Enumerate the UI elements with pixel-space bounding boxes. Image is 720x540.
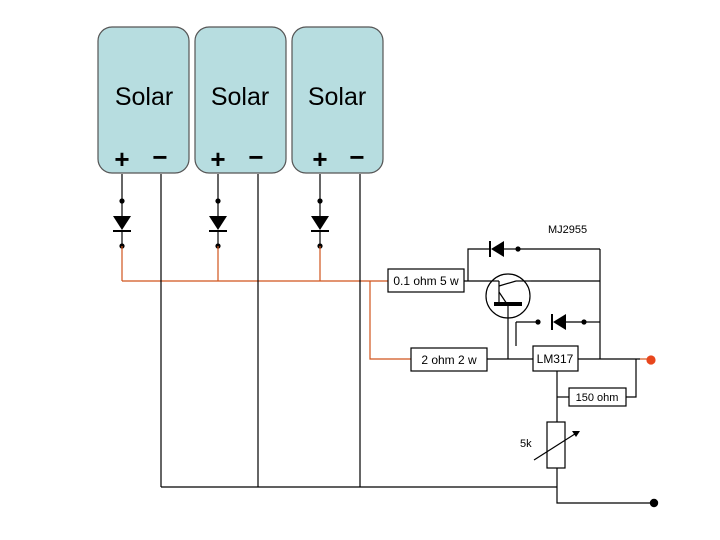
blocking-diode-1	[113, 174, 131, 281]
resistor-secondary: 2 ohm 2 w	[410, 347, 488, 372]
solar-panel-2-label: Solar	[211, 83, 269, 111]
resistor-secondary-label: 2 ohm 2 w	[421, 353, 477, 367]
solar-panel-1: Solar + −	[97, 26, 190, 174]
resistor-main-label: 0.1 ohm 5 w	[393, 274, 459, 288]
protection-diode-upper	[467, 241, 601, 359]
solar-panel-3: Solar + −	[291, 26, 384, 174]
regulator: LM317	[532, 345, 579, 372]
resistor-main: 0.1 ohm 5 w	[387, 268, 465, 293]
regulator-label: LM317	[537, 352, 574, 366]
solar-panel-3-minus: −	[349, 142, 364, 172]
solar-panel-1-minus: −	[152, 142, 167, 172]
transistor: MJ2955	[485, 224, 587, 322]
solar-panel-2: Solar + −	[194, 26, 287, 174]
protection-diode-lower	[515, 314, 600, 346]
solar-panel-1-label: Solar	[115, 83, 173, 111]
solar-panel-3-plus: +	[312, 144, 327, 174]
ground-bus	[160, 174, 659, 508]
potentiometer-label: 5k	[520, 438, 532, 450]
solar-panel-3-label: Solar	[308, 83, 366, 111]
positive-bus	[122, 280, 411, 360]
blocking-diode-2	[209, 174, 227, 281]
potentiometer: 5k	[520, 421, 580, 469]
solar-panel-1-plus: +	[114, 144, 129, 174]
blocking-diode-3	[311, 174, 329, 281]
output-negative-terminal	[649, 498, 659, 508]
resistor-adjust: 150 ohm	[568, 387, 627, 407]
resistor-adjust-label: 150 ohm	[576, 392, 619, 404]
output-positive-terminal	[646, 355, 656, 365]
solar-panel-2-plus: +	[210, 144, 225, 174]
transistor-label: MJ2955	[548, 224, 587, 236]
solar-panel-2-minus: −	[248, 142, 263, 172]
